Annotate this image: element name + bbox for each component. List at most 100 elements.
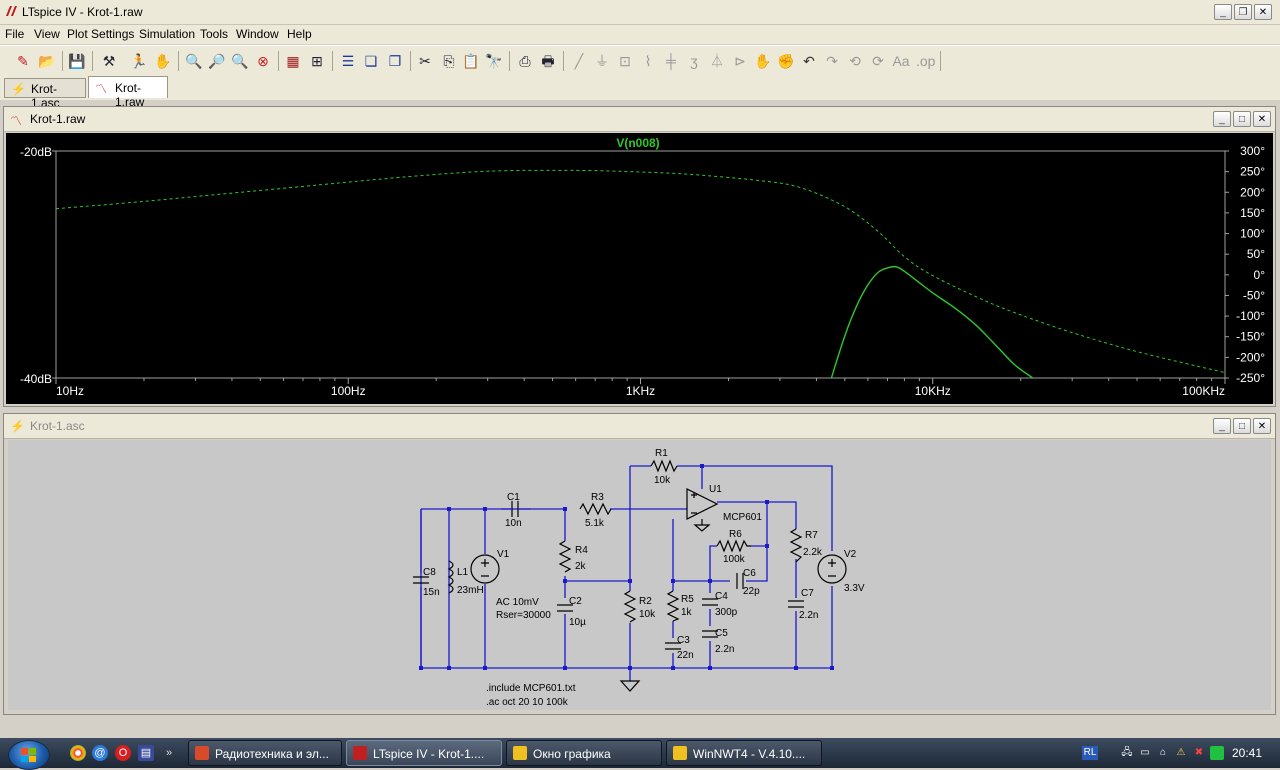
svg-text:C5: C5 bbox=[715, 628, 728, 639]
chrome-icon[interactable] bbox=[70, 745, 86, 761]
task-browser[interactable]: Радиотехника и эл... bbox=[188, 740, 342, 766]
start-button[interactable] bbox=[8, 740, 50, 770]
plot-minimize-button[interactable]: _ bbox=[1213, 111, 1231, 127]
restore-button[interactable]: ❐ bbox=[1234, 4, 1252, 20]
open-folder-icon[interactable]: 📂 bbox=[38, 53, 56, 69]
tab-krot-raw[interactable]: 〽 Krot-1.raw bbox=[88, 76, 168, 109]
schematic-close-button[interactable]: ✕ bbox=[1253, 418, 1271, 434]
opera-icon[interactable]: O bbox=[115, 745, 131, 761]
ac-directive: .ac oct 20 10 100k bbox=[486, 697, 569, 708]
rotate-icon[interactable]: ⟲ bbox=[849, 53, 861, 69]
mail-icon[interactable]: @ bbox=[92, 745, 108, 761]
paste-icon[interactable]: 📋 bbox=[462, 53, 480, 69]
new-schematic-icon[interactable]: ✎ bbox=[17, 53, 29, 69]
app-quicklaunch-icon[interactable]: ▤ bbox=[138, 745, 154, 761]
menu-plot-settings[interactable]: Plot Settings bbox=[67, 27, 135, 41]
zoom-fit-icon[interactable]: ⊗ bbox=[257, 53, 269, 69]
svg-text:10k: 10k bbox=[654, 475, 671, 486]
document-tabs: ⚡ Krot-1.asc 〽 Krot-1.raw bbox=[0, 76, 1280, 110]
cascade-icon[interactable]: ❏ bbox=[364, 53, 378, 69]
close-button[interactable]: ✕ bbox=[1254, 4, 1272, 20]
c4-symbol bbox=[702, 598, 718, 606]
language-indicator[interactable]: RL bbox=[1082, 746, 1098, 760]
zoom-in-icon[interactable]: 🔍 bbox=[185, 53, 203, 69]
svg-text:2.2k: 2.2k bbox=[803, 547, 823, 558]
halt-icon[interactable]: ✋ bbox=[154, 53, 172, 69]
text-icon[interactable]: Aa bbox=[892, 53, 910, 69]
tile-vertical-icon[interactable]: ❐ bbox=[388, 53, 402, 69]
print-setup-icon[interactable]: ⎙ bbox=[519, 53, 531, 69]
ltspice-logo-icon bbox=[6, 6, 17, 16]
task-ltspice[interactable]: LTspice IV - Krot-1.... bbox=[346, 740, 502, 766]
mirror-icon[interactable]: ⟳ bbox=[872, 53, 884, 69]
run-icon[interactable]: 🏃 bbox=[130, 53, 148, 69]
spice-directive-icon[interactable]: .op bbox=[916, 53, 936, 69]
schematic-window-title: Krot-1.asc bbox=[30, 419, 85, 433]
plot-close-button[interactable]: ✕ bbox=[1253, 111, 1271, 127]
waveform-icon: 〽 bbox=[95, 82, 108, 96]
monitor-icon[interactable]: ▭ bbox=[1140, 747, 1150, 758]
ground-icon[interactable]: ⏚ bbox=[595, 53, 609, 69]
resistor-icon[interactable]: ⌇ bbox=[644, 53, 652, 69]
print-icon[interactable]: 🖶 bbox=[541, 53, 555, 69]
plot-maximize-button[interactable]: □ bbox=[1233, 111, 1251, 127]
component-icon[interactable]: ⊳ bbox=[734, 53, 746, 69]
r2-symbol bbox=[623, 590, 637, 623]
save-icon[interactable]: 💾 bbox=[68, 53, 86, 69]
menu-tools[interactable]: Tools bbox=[200, 27, 229, 41]
zoom-out-icon[interactable]: 🔍 bbox=[231, 53, 249, 69]
inductor-icon[interactable]: ʒ bbox=[690, 53, 698, 69]
x-tick-label: 10KHz bbox=[915, 384, 951, 398]
svg-text:1k: 1k bbox=[681, 607, 693, 618]
tile-horizontal-icon[interactable]: ☰ bbox=[341, 53, 355, 69]
schematic-maximize-button[interactable]: □ bbox=[1233, 418, 1251, 434]
schematic-window-caption: ⚡ Krot-1.asc _ □ ✕ bbox=[4, 414, 1275, 439]
svg-text:C4: C4 bbox=[715, 591, 728, 602]
security-icon[interactable]: ✖ bbox=[1194, 747, 1204, 758]
svg-text:R1: R1 bbox=[655, 448, 668, 459]
pick-visible-traces-icon[interactable]: ⊞ bbox=[311, 53, 323, 69]
undo-icon[interactable]: ↶ bbox=[803, 53, 815, 69]
device-icon[interactable]: ⌂ bbox=[1159, 747, 1167, 758]
chevron-right-icon[interactable]: » bbox=[165, 747, 173, 759]
ltspice-icon bbox=[353, 746, 367, 760]
zoom-pan-icon[interactable]: 🔎 bbox=[208, 53, 226, 69]
copy-icon[interactable]: ⎘ bbox=[443, 53, 455, 69]
autorange-icon[interactable]: ▦ bbox=[286, 53, 300, 69]
battery-icon[interactable] bbox=[1210, 746, 1224, 760]
c2-symbol bbox=[557, 604, 573, 612]
control-panel-icon[interactable]: ⚒ bbox=[102, 53, 116, 69]
label-net-icon[interactable]: ⊡ bbox=[619, 53, 631, 69]
menu-file[interactable]: File bbox=[5, 27, 25, 41]
svg-text:R3: R3 bbox=[591, 492, 604, 503]
menu-window[interactable]: Window bbox=[236, 27, 279, 41]
schematic-canvas[interactable]: C8 15n L1 23mH V1 C1 10n R3 5.1k R4 2k C… bbox=[8, 440, 1271, 710]
svg-text:10k: 10k bbox=[639, 609, 656, 620]
minimize-button[interactable]: _ bbox=[1214, 4, 1232, 20]
task-winnwt[interactable]: WinNWT4 - V.4.10.... bbox=[666, 740, 822, 766]
menu-view[interactable]: View bbox=[34, 27, 60, 41]
move-icon[interactable]: ✋ bbox=[754, 53, 772, 69]
v1-symbol bbox=[470, 554, 500, 584]
svg-text:R7: R7 bbox=[805, 530, 818, 541]
svg-text:23mH: 23mH bbox=[457, 585, 484, 596]
cut-icon[interactable]: ✂ bbox=[419, 53, 431, 69]
network-icon[interactable]: 🖧 bbox=[1121, 747, 1133, 758]
diode-icon[interactable]: ⏃ bbox=[710, 53, 724, 69]
redo-icon[interactable]: ↷ bbox=[826, 53, 838, 69]
tab-krot-asc[interactable]: ⚡ Krot-1.asc bbox=[4, 78, 86, 110]
find-icon[interactable]: 🔭 bbox=[485, 53, 503, 69]
warning-icon[interactable]: ⚠ bbox=[1176, 747, 1186, 758]
c7-symbol bbox=[788, 600, 804, 608]
capacitor-icon[interactable]: ╪ bbox=[666, 53, 676, 69]
menu-help[interactable]: Help bbox=[287, 27, 312, 41]
svg-text:300p: 300p bbox=[715, 607, 738, 618]
wire-icon[interactable]: ╱ bbox=[574, 53, 584, 69]
menu-simulation[interactable]: Simulation bbox=[139, 27, 196, 41]
schematic-minimize-button[interactable]: _ bbox=[1213, 418, 1231, 434]
task-graph-window[interactable]: Окно графика bbox=[506, 740, 662, 766]
svg-text:C6: C6 bbox=[743, 568, 756, 579]
drag-icon[interactable]: ✊ bbox=[777, 53, 795, 69]
